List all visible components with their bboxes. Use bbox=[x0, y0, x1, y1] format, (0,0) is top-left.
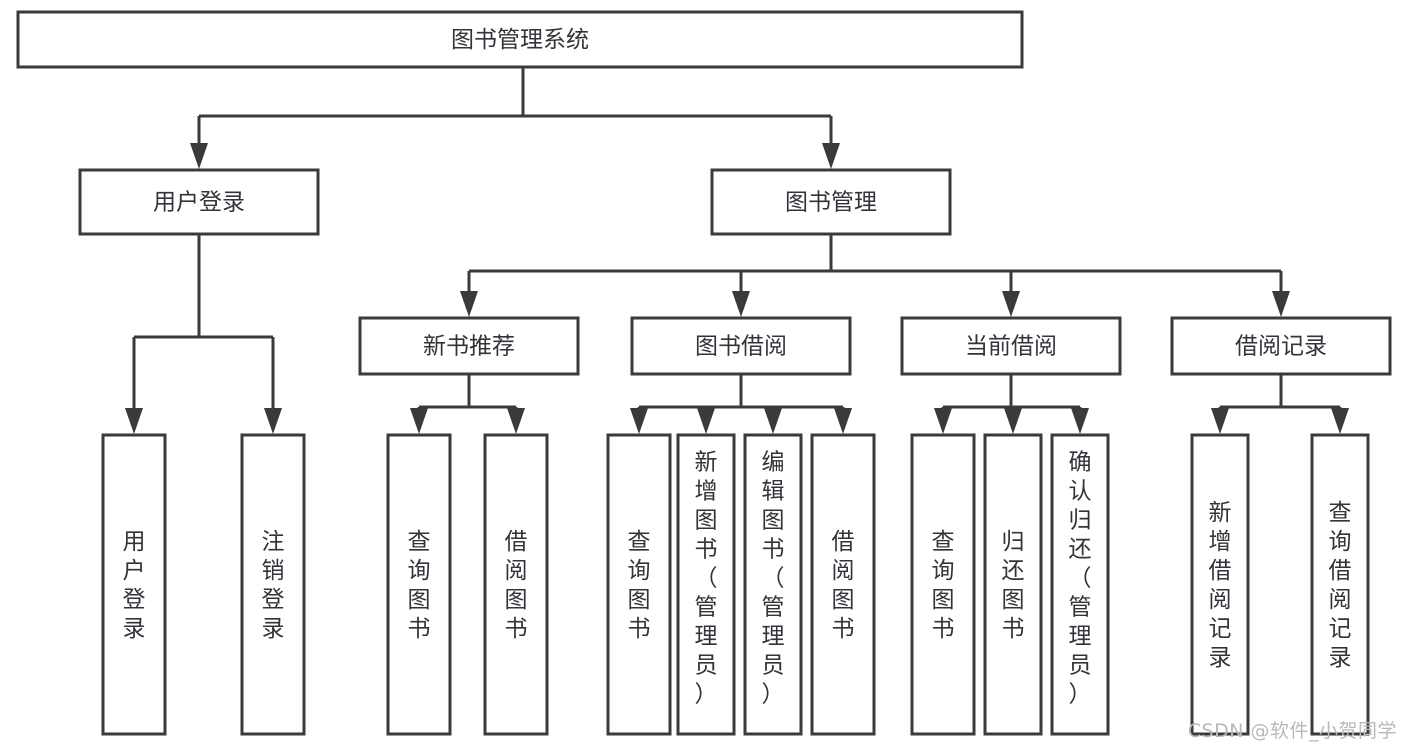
node-label: 查询图书 bbox=[932, 529, 955, 642]
node-current-borrow[interactable]: 当前借阅 bbox=[900, 316, 1122, 376]
node-borrow-record[interactable]: 借阅记录 bbox=[1170, 316, 1392, 376]
node-new-book-rec[interactable]: 新书推荐 bbox=[358, 316, 580, 376]
node-box bbox=[101, 433, 167, 736]
node-box bbox=[16, 10, 1024, 69]
connector-layer bbox=[125, 67, 1349, 434]
node-label: 图书管理系统 bbox=[451, 27, 589, 53]
node-leaf-query-record[interactable]: 查询借阅记录 bbox=[1310, 433, 1370, 736]
node-box bbox=[810, 433, 876, 736]
connector-arrowhead bbox=[507, 408, 525, 434]
node-label: 借阅图书 bbox=[832, 529, 855, 642]
connector-arrowhead bbox=[834, 408, 852, 434]
node-box bbox=[900, 316, 1122, 376]
connector-group-book-manage bbox=[460, 234, 1290, 317]
connector-arrowhead bbox=[1331, 408, 1349, 434]
node-book-manage[interactable]: 图书管理 bbox=[710, 168, 952, 236]
connector-group-borrow-record bbox=[1211, 374, 1349, 434]
connector-arrowhead bbox=[764, 408, 782, 434]
connector-arrowhead bbox=[264, 408, 282, 434]
node-leaf-query-book-1[interactable]: 查询图书 bbox=[386, 433, 452, 736]
connector-arrowhead bbox=[410, 408, 428, 434]
node-label: 编辑图书（管理员） bbox=[762, 450, 785, 708]
node-label: 新增图书（管理员） bbox=[695, 450, 718, 708]
node-leaf-query-book-3[interactable]: 查询图书 bbox=[910, 433, 976, 736]
node-leaf-borrow-book-1[interactable]: 借阅图书 bbox=[483, 433, 549, 736]
node-leaf-query-book-2[interactable]: 查询图书 bbox=[606, 433, 672, 736]
node-label: 用户登录 bbox=[153, 190, 245, 216]
node-box bbox=[1050, 433, 1110, 736]
node-label: 图书管理 bbox=[785, 190, 877, 216]
node-box bbox=[983, 433, 1043, 736]
node-box bbox=[630, 316, 852, 376]
node-leaf-edit-book[interactable]: 编辑图书（管理员） bbox=[743, 433, 803, 736]
node-box bbox=[78, 168, 320, 236]
connector-arrowhead bbox=[1071, 408, 1089, 434]
node-book-borrow[interactable]: 图书借阅 bbox=[630, 316, 852, 376]
node-label: 新增借阅记录 bbox=[1209, 500, 1232, 671]
connector-arrowhead bbox=[1002, 291, 1020, 317]
connector-arrowhead bbox=[1272, 291, 1290, 317]
node-box bbox=[676, 433, 736, 736]
node-label: 查询图书 bbox=[408, 529, 431, 642]
watermark-label: CSDN @软件_小贺同学 bbox=[1187, 720, 1397, 742]
connector-arrowhead bbox=[1004, 408, 1022, 434]
node-box bbox=[483, 433, 549, 736]
connector-arrowhead bbox=[697, 408, 715, 434]
node-label: 当前借阅 bbox=[965, 334, 1057, 360]
connector-arrowhead bbox=[630, 408, 648, 434]
node-box bbox=[606, 433, 672, 736]
node-label: 新书推荐 bbox=[423, 334, 515, 360]
node-box bbox=[743, 433, 803, 736]
node-layer: 图书管理系统用户登录图书管理新书推荐图书借阅当前借阅借阅记录用户登录注销登录查询… bbox=[16, 10, 1392, 736]
node-label: 注销登录 bbox=[262, 529, 285, 642]
node-box bbox=[710, 168, 952, 236]
node-label: 借阅记录 bbox=[1235, 334, 1327, 360]
node-leaf-return-book[interactable]: 归还图书 bbox=[983, 433, 1043, 736]
node-label: 用户登录 bbox=[123, 529, 146, 642]
node-label: 确认归还（管理员） bbox=[1069, 450, 1092, 708]
node-leaf-borrow-book-2[interactable]: 借阅图书 bbox=[810, 433, 876, 736]
connector-arrowhead bbox=[190, 143, 208, 169]
node-leaf-add-book[interactable]: 新增图书（管理员） bbox=[676, 433, 736, 736]
connector-group-new-book-rec bbox=[410, 374, 525, 434]
node-box bbox=[910, 433, 976, 736]
connector-arrowhead bbox=[934, 408, 952, 434]
node-box bbox=[358, 316, 580, 376]
node-box bbox=[1310, 433, 1370, 736]
connector-group-root bbox=[190, 67, 840, 169]
node-leaf-confirm-return[interactable]: 确认归还（管理员） bbox=[1050, 433, 1110, 736]
node-box bbox=[1170, 316, 1392, 376]
node-label: 归还图书 bbox=[1002, 529, 1025, 642]
connector-group-current-borrow bbox=[934, 374, 1089, 434]
node-label: 查询借阅记录 bbox=[1329, 500, 1352, 671]
node-leaf-add-record[interactable]: 新增借阅记录 bbox=[1190, 433, 1250, 736]
node-label: 图书借阅 bbox=[695, 334, 787, 360]
node-box bbox=[386, 433, 452, 736]
connector-group-user-login bbox=[125, 234, 282, 434]
node-leaf-logout[interactable]: 注销登录 bbox=[240, 433, 306, 736]
node-user-login[interactable]: 用户登录 bbox=[78, 168, 320, 236]
connector-group-book-borrow bbox=[630, 374, 852, 434]
node-label: 借阅图书 bbox=[505, 529, 528, 642]
connector-arrowhead bbox=[1211, 408, 1229, 434]
connector-arrowhead bbox=[125, 408, 143, 434]
node-root[interactable]: 图书管理系统 bbox=[16, 10, 1024, 69]
node-box bbox=[240, 433, 306, 736]
connector-arrowhead bbox=[460, 291, 478, 317]
connector-arrowhead bbox=[732, 291, 750, 317]
node-label: 查询图书 bbox=[628, 529, 651, 642]
node-leaf-user-login[interactable]: 用户登录 bbox=[101, 433, 167, 736]
node-box bbox=[1190, 433, 1250, 736]
connector-arrowhead bbox=[822, 143, 840, 169]
